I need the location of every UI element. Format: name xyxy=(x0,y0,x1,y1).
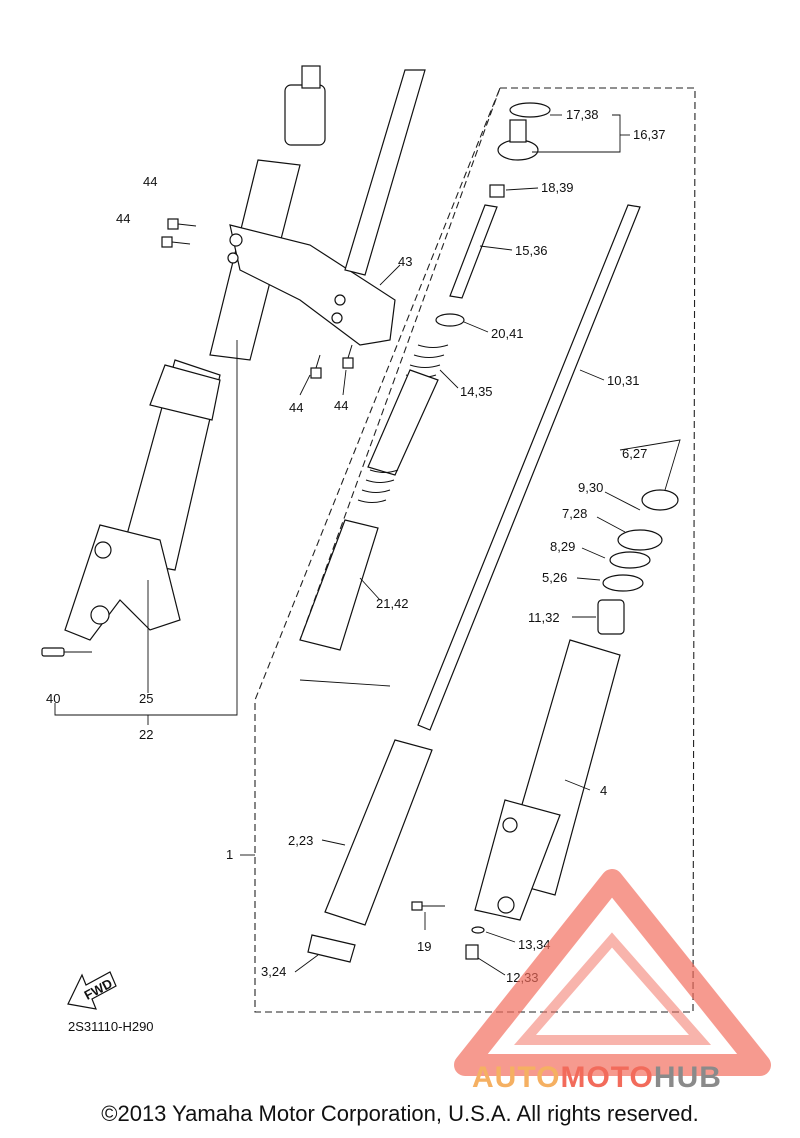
label-18-39: 18,39 xyxy=(541,180,574,195)
label-4: 4 xyxy=(600,783,607,798)
label-11-32: 11,32 xyxy=(528,610,560,625)
label-1: 1 xyxy=(226,847,233,862)
label-21-42: 21,42 xyxy=(376,596,409,611)
label-7-28: 7,28 xyxy=(562,506,587,521)
label-6-27: 6,27 xyxy=(622,446,647,461)
internal-parts xyxy=(299,102,679,963)
label-9-30: 9,30 xyxy=(578,480,603,495)
watermark-auto: AUTO xyxy=(472,1061,560,1094)
label-43: 43 xyxy=(398,254,412,269)
label-44-c: 44 xyxy=(289,400,303,415)
watermark-moto: MOTO xyxy=(560,1061,653,1094)
label-44-d: 44 xyxy=(334,398,348,413)
label-15-36: 15,36 xyxy=(515,243,548,258)
fork-assembly-left xyxy=(41,65,426,657)
label-40: 40 xyxy=(46,691,60,706)
label-17-38: 17,38 xyxy=(566,107,599,122)
label-16-37: 16,37 xyxy=(633,127,666,142)
bolts-44 xyxy=(161,218,354,379)
label-22: 22 xyxy=(139,727,153,742)
label-44-a: 44 xyxy=(143,174,157,189)
watermark-hub: HUB xyxy=(654,1061,722,1094)
copyright-notice: ©2013 Yamaha Motor Corporation, U.S.A. A… xyxy=(101,1101,699,1126)
watermark-text: AUTOMOTOHUB xyxy=(472,1061,722,1094)
fwd-label: FWD xyxy=(82,976,115,1003)
label-20-41: 20,41 xyxy=(491,326,524,341)
fwd-arrow-icon: FWD xyxy=(67,971,117,1010)
leader-lines xyxy=(54,114,681,976)
label-19: 19 xyxy=(417,939,431,954)
label-10-31: 10,31 xyxy=(607,373,640,388)
label-3-24: 3,24 xyxy=(261,964,286,979)
watermark-logo xyxy=(454,869,771,1076)
label-44-b: 44 xyxy=(116,211,130,226)
label-2-23: 2,23 xyxy=(288,833,313,848)
label-5-26: 5,26 xyxy=(542,570,567,585)
diagram-code: 2S31110-H290 xyxy=(68,1019,154,1034)
label-8-29: 8,29 xyxy=(550,539,575,554)
label-25: 25 xyxy=(139,691,153,706)
label-14-35: 14,35 xyxy=(460,384,493,399)
label-13-34: 13,34 xyxy=(518,937,551,952)
